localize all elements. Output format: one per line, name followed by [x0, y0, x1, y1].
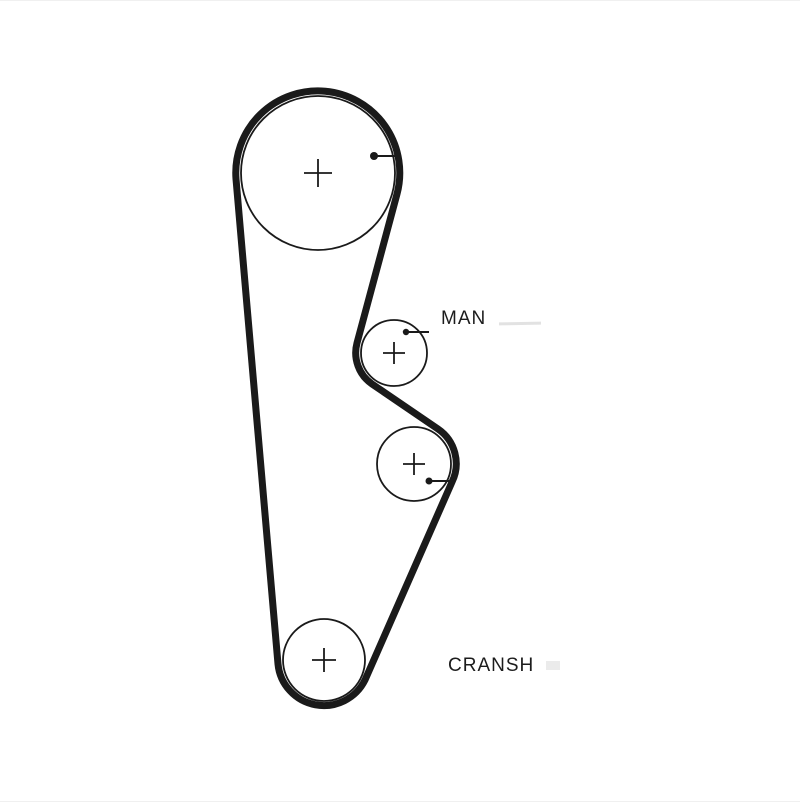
top-large-pulley	[240, 95, 396, 251]
bottom-pulley	[282, 618, 366, 702]
lower-faded-text-artifact	[546, 661, 560, 670]
upper-small-pulley	[360, 319, 428, 387]
middle-medium-pulley	[376, 426, 452, 502]
lower-partial-label: CRANSH	[448, 655, 535, 676]
timing-belt-path	[232, 87, 460, 710]
upper-partial-label: MAN	[441, 308, 487, 329]
